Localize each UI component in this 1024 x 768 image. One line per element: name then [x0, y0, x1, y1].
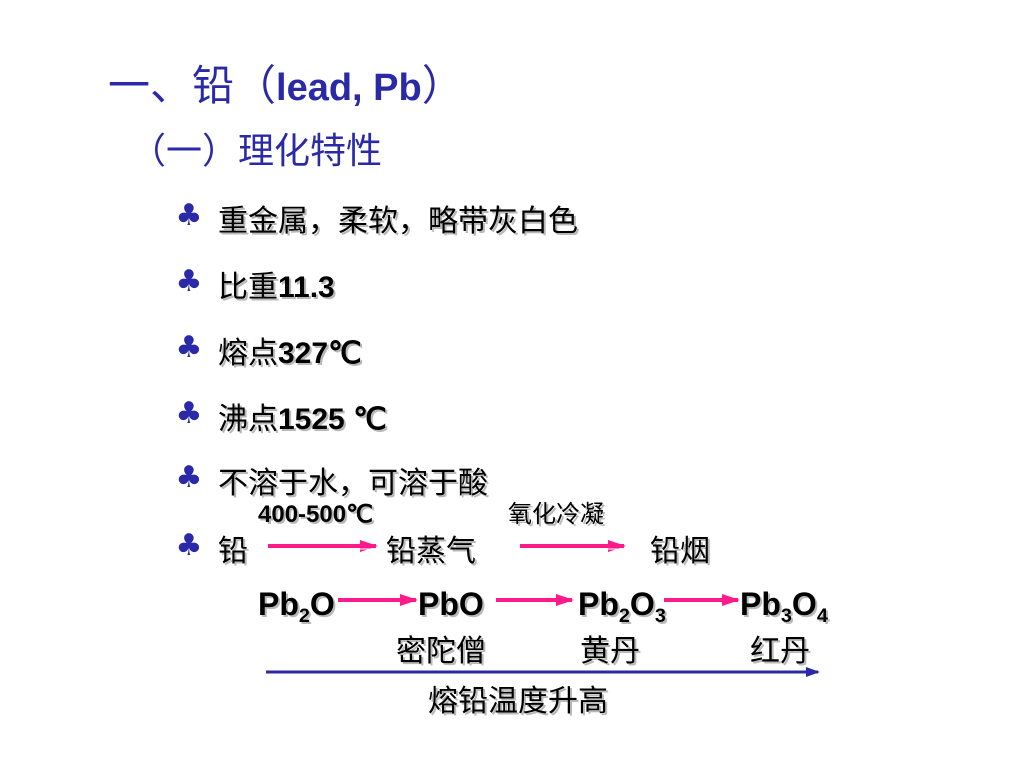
bullet-value: 11.3 [278, 271, 335, 304]
reaction-arrow-1 [268, 540, 378, 552]
formula-pbo: PbO [418, 586, 484, 622]
formula-pb3o4: Pb3O4 [740, 586, 828, 627]
reaction-end: 铅烟 [650, 534, 710, 569]
title-suffix: ） [421, 61, 464, 110]
bullet-label: 熔点 [218, 336, 278, 371]
oxide-name-litharge: 密陀僧 [396, 634, 486, 669]
bullet-heavy-metal: 重金属，柔软，略带灰白色 [218, 204, 578, 239]
reaction-condition-oxidation: 氧化冷凝 [508, 500, 604, 528]
title-latin: lead, Pb [276, 67, 422, 109]
bullet-label: 比重 [218, 270, 278, 305]
slide-title: 一、铅（lead, Pb） [108, 52, 464, 113]
bullet-label: 沸点 [218, 402, 278, 437]
section-subtitle: （一）理化特性 [130, 131, 383, 172]
temperature-rise-label: 熔铅温度升高 [428, 684, 608, 719]
formula-pb2o: Pb2O [258, 586, 335, 627]
club-bullet-icon: ♣ [175, 528, 203, 563]
bullet-solubility: 不溶于水，可溶于酸 [218, 466, 488, 501]
bullet-boiling-point: 沸点1525 ℃ [218, 394, 387, 438]
reaction-start: 铅 [218, 534, 248, 569]
oxide-name-red-lead: 红丹 [750, 634, 810, 669]
oxide-name-yellow: 黄丹 [580, 634, 640, 669]
title-prefix: 一、铅（ [108, 61, 277, 110]
club-bullet-icon: ♣ [175, 330, 203, 365]
reaction-condition-temperature: 400-500℃ [258, 501, 374, 528]
reaction-middle: 铅蒸气 [386, 534, 476, 569]
reaction-arrow-2 [520, 540, 626, 552]
formula-pb2o3: Pb2O3 [578, 586, 666, 627]
bullet-value: 327℃ [278, 337, 362, 370]
club-bullet-icon: ♣ [175, 264, 203, 299]
bullet-value: 1525 ℃ [278, 403, 387, 436]
club-bullet-icon: ♣ [175, 198, 203, 233]
bullet-melting-point: 熔点327℃ [218, 328, 362, 372]
club-bullet-icon: ♣ [175, 396, 203, 431]
club-bullet-icon: ♣ [175, 460, 203, 495]
bullet-specific-gravity: 比重11.3 [218, 262, 335, 306]
